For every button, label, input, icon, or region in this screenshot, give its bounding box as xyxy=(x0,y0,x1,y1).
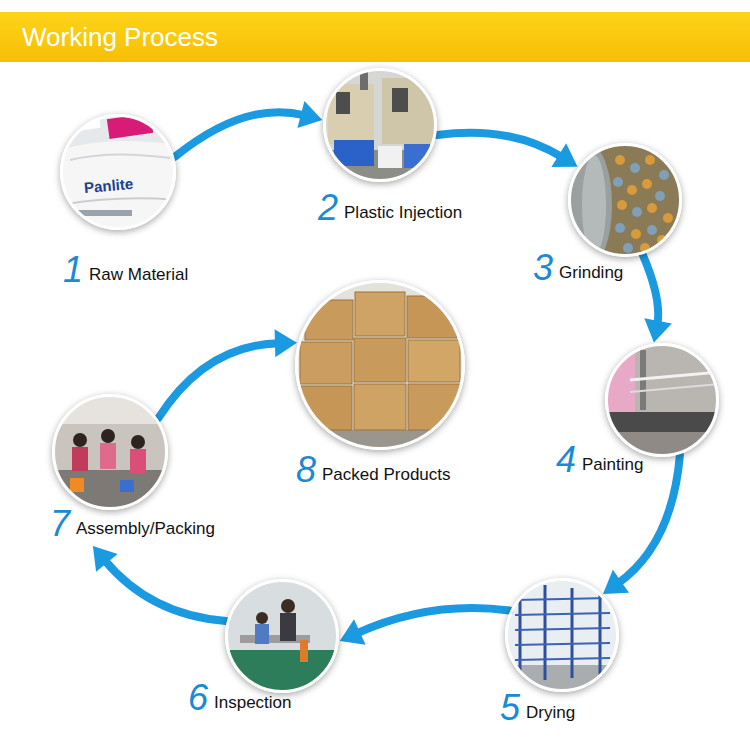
arrow-line xyxy=(618,455,680,583)
process-step-circle: 5Drying xyxy=(505,578,619,692)
process-step-circle: 7Assembly/Packing xyxy=(52,394,168,510)
arrow-head xyxy=(93,546,118,572)
process-step-circle: 1Raw Material xyxy=(60,114,176,230)
step-label: Drying xyxy=(526,703,575,726)
flow-arrow xyxy=(175,101,322,157)
step-number: 2 xyxy=(318,190,338,226)
arrow-head xyxy=(551,143,577,167)
step-label: Packed Products xyxy=(322,465,451,488)
arrow-line xyxy=(175,112,305,157)
process-step-circle: 2Plastic Injection xyxy=(323,68,437,182)
arrow-line xyxy=(643,255,658,325)
arrow-head xyxy=(297,101,322,128)
flow-arrow xyxy=(603,455,680,594)
step-caption: 4 Painting xyxy=(556,442,643,478)
step-label: Grinding xyxy=(559,263,623,286)
step-number: 8 xyxy=(296,452,316,488)
flow-arrow xyxy=(340,608,510,645)
flow-arrow xyxy=(93,546,226,621)
process-step-circle: 8Packed Products xyxy=(295,280,465,450)
arrow-line xyxy=(104,560,226,621)
process-step-circle: 3Grinding xyxy=(568,143,682,257)
step-number: 3 xyxy=(533,250,553,286)
step-caption: 1 Raw Material xyxy=(63,252,188,288)
painting-photo xyxy=(605,343,719,457)
step-number: 1 xyxy=(63,252,83,288)
inspection-photo xyxy=(225,579,339,693)
drying-rack-photo xyxy=(505,578,619,692)
step-number: 7 xyxy=(50,506,70,542)
process-step-circle: 6Inspection xyxy=(225,579,339,693)
raw-material-photo xyxy=(60,113,176,230)
flow-arrow xyxy=(437,133,577,167)
step-caption: 3 Grinding xyxy=(533,250,623,286)
arrow-line xyxy=(356,608,509,634)
arrow-head xyxy=(275,329,297,357)
step-label: Plastic Injection xyxy=(344,203,462,226)
arrow-head xyxy=(644,318,672,342)
step-label: Painting xyxy=(582,455,643,478)
diagram-title: Working Process xyxy=(22,22,218,52)
step-caption: 6 Inspection xyxy=(188,680,292,716)
arrow-line xyxy=(158,343,279,418)
process-step-circle: 4Painting xyxy=(605,343,719,457)
step-label: Inspection xyxy=(214,693,292,716)
step-number: 5 xyxy=(500,690,520,726)
flow-arrow xyxy=(158,329,297,418)
step-caption: 8 Packed Products xyxy=(296,452,451,488)
title-band: Working Process xyxy=(0,12,750,62)
arrow-head xyxy=(340,619,366,644)
arrow-line xyxy=(437,133,562,158)
step-caption: 2 Plastic Injection xyxy=(318,190,462,226)
step-label: Assembly/Packing xyxy=(76,519,215,542)
step-number: 4 xyxy=(556,442,576,478)
step-caption: 7 Assembly/Packing xyxy=(50,506,215,542)
step-caption: 5 Drying xyxy=(500,690,575,726)
grinding-photo xyxy=(568,143,682,265)
step-label: Raw Material xyxy=(89,265,188,288)
flow-arrow xyxy=(643,255,672,342)
step-number: 6 xyxy=(188,680,208,716)
arrow-head xyxy=(603,570,629,594)
packed-boxes-photo xyxy=(295,270,470,450)
injection-machine-photo xyxy=(320,65,440,190)
assembly-photo xyxy=(52,394,168,510)
